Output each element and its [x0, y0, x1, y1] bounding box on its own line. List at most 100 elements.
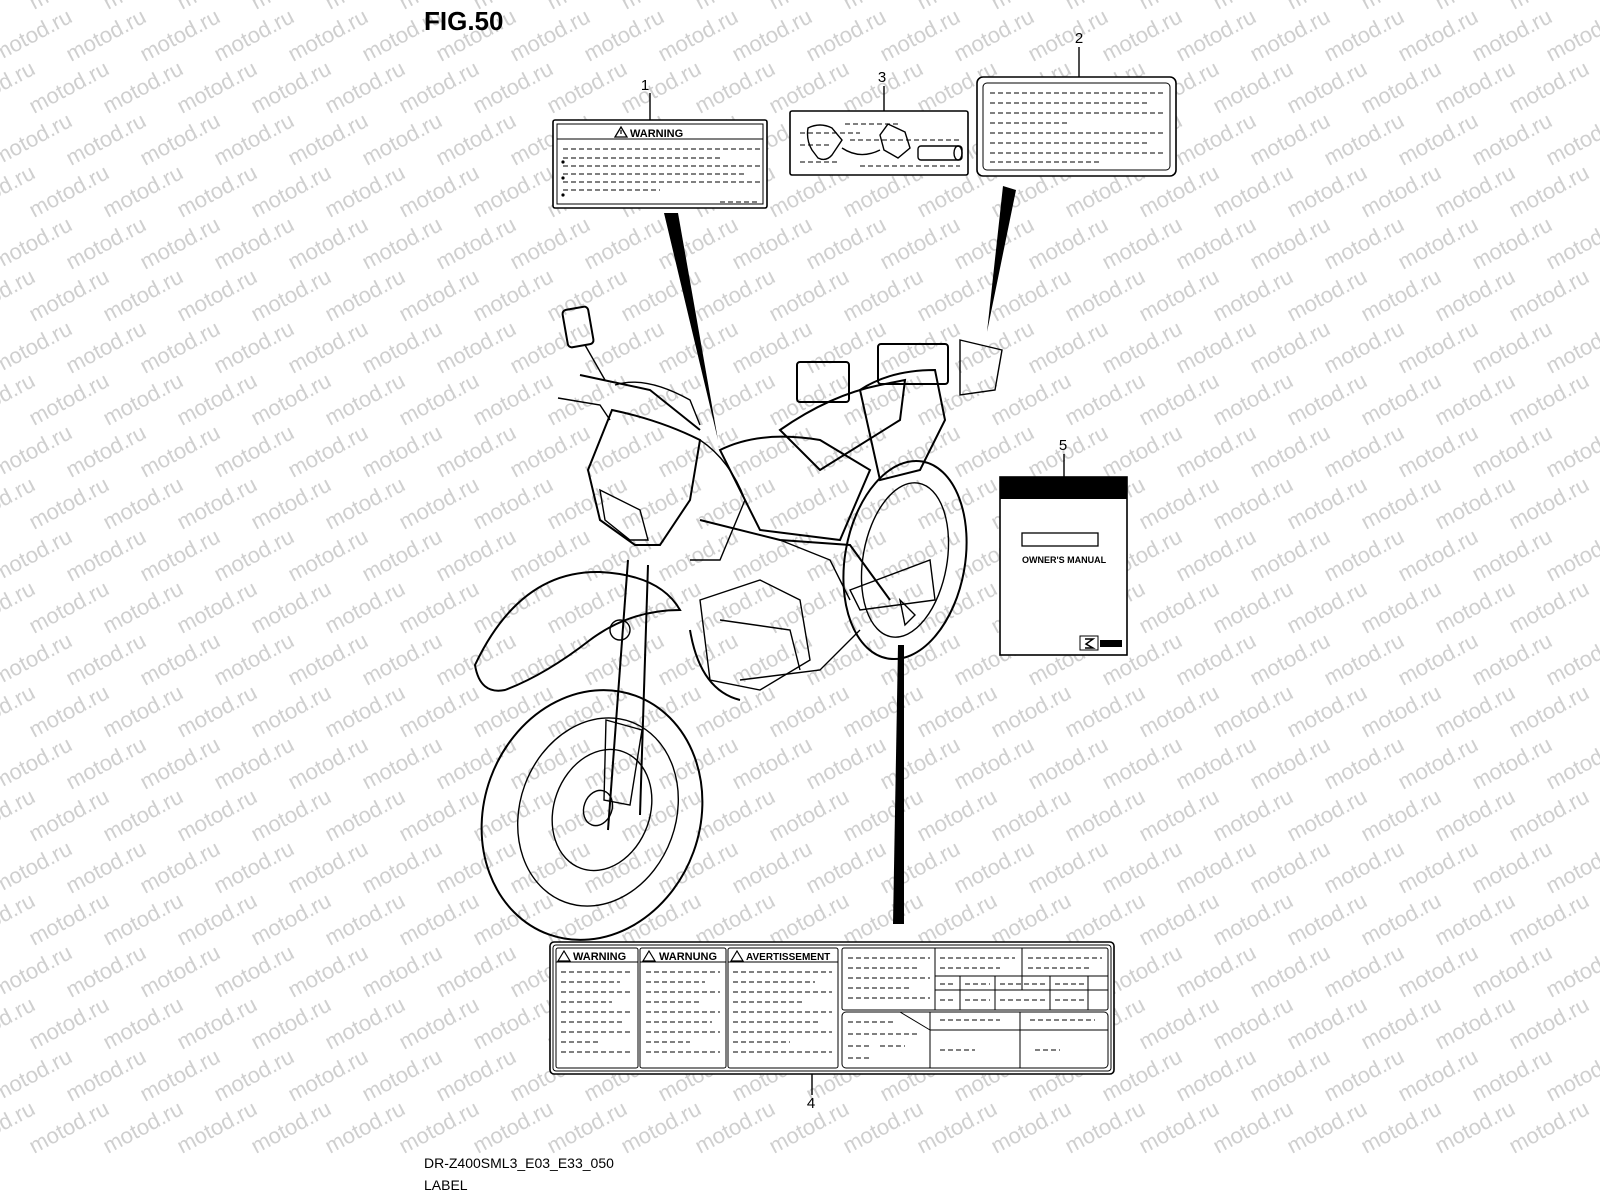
watermark-text: motod.ru: [1283, 784, 1371, 847]
watermark-text: motod.ru: [691, 888, 779, 951]
watermark-text: motod.ru: [1505, 992, 1593, 1055]
watermark-text: motod.ru: [839, 56, 927, 119]
watermark-text: motod.ru: [1431, 680, 1519, 743]
watermark-text: motod.ru: [1468, 4, 1556, 67]
watermark-text: motod.ru: [284, 836, 372, 899]
watermark-text: motod.ru: [1209, 472, 1297, 535]
watermark-text: motod.ru: [321, 1096, 409, 1159]
watermark-text: motod.ru: [1468, 940, 1556, 1003]
watermark-text: motod.ru: [1246, 1044, 1334, 1107]
label-3-diagram: [789, 110, 969, 176]
watermark-text: motod.ru: [62, 316, 150, 379]
watermark-text: motod.ru: [395, 160, 483, 223]
watermark-text: motod.ru: [1505, 368, 1593, 431]
watermark-text: motod.ru: [765, 888, 853, 951]
watermark-text: motod.ru: [1431, 56, 1519, 119]
watermark-text: motod.ru: [1061, 1096, 1149, 1159]
watermark-text: motod.ru: [580, 212, 668, 275]
watermark-text: motod.ru: [839, 368, 927, 431]
motorcycle-illustration: [473, 305, 1003, 941]
watermark-text: motod.ru: [395, 784, 483, 847]
watermark-text: motod.ru: [321, 368, 409, 431]
watermark-text: motod.ru: [1320, 940, 1408, 1003]
watermark-text: motod.ru: [1468, 524, 1556, 587]
watermark-text: motod.ru: [950, 316, 1038, 379]
watermark-text: motod.ru: [617, 472, 705, 535]
watermark-text: motod.ru: [543, 888, 631, 951]
watermark-text: motod.ru: [136, 316, 224, 379]
brand-emblem-icon: [1084, 638, 1096, 649]
watermark-text: motod.ru: [210, 420, 298, 483]
watermark-text: motod.ru: [1098, 732, 1186, 795]
watermark-text: motod.ru: [1542, 316, 1600, 379]
watermark-text: motod.ru: [987, 368, 1075, 431]
watermark-text: motod.ru: [913, 264, 1001, 327]
watermark-text: motod.ru: [210, 316, 298, 379]
watermark-text: motod.ru: [1542, 940, 1600, 1003]
watermark-text: motod.ru: [1172, 108, 1260, 171]
watermark-text: motod.ru: [1394, 836, 1482, 899]
watermark-text: motod.ru: [25, 1096, 113, 1159]
watermark-text: motod.ru: [1061, 888, 1149, 951]
watermark-text: motod.ru: [247, 368, 335, 431]
watermark-text: motod.ru: [247, 160, 335, 223]
watermark-text: motod.ru: [210, 212, 298, 275]
watermark-text: motod.ru: [284, 212, 372, 275]
watermark-text: motod.ru: [247, 888, 335, 951]
watermark-text: motod.ru: [1024, 4, 1112, 67]
watermark-text: motod.ru: [802, 628, 890, 691]
watermark-text: motod.ru: [1209, 576, 1297, 639]
watermark-text: motod.ru: [1061, 680, 1149, 743]
watermark-text: motod.ru: [1209, 992, 1297, 1055]
watermark-text: motod.ru: [1246, 316, 1334, 379]
watermark-text: motod.ru: [913, 680, 1001, 743]
watermark-text: motod.ru: [173, 264, 261, 327]
watermark-text: motod.ru: [1542, 524, 1600, 587]
watermark-text: motod.ru: [1283, 888, 1371, 951]
watermark-text: motod.ru: [950, 732, 1038, 795]
watermark-text: motod.ru: [469, 368, 557, 431]
watermark-text: motod.ru: [469, 472, 557, 535]
watermark-text: motod.ru: [1431, 888, 1519, 951]
watermark-text: motod.ru: [1505, 160, 1593, 223]
watermark-text: motod.ru: [950, 4, 1038, 67]
watermark-text: motod.ru: [321, 56, 409, 119]
watermark-text: motod.ru: [25, 784, 113, 847]
watermark-text: motod.ru: [1283, 160, 1371, 223]
watermark-text: motod.ru: [1135, 888, 1223, 951]
watermark-text: motod.ru: [1283, 56, 1371, 119]
watermark-text: motod.ru: [1505, 576, 1593, 639]
watermark-text: motod.ru: [543, 576, 631, 639]
callout-4: 4: [807, 1095, 815, 1112]
watermark-text: motod.ru: [1098, 836, 1186, 899]
watermark-text: motod.ru: [136, 628, 224, 691]
watermark-text: motod.ru: [1172, 4, 1260, 67]
watermark-text: motod.ru: [987, 784, 1075, 847]
watermark-text: motod.ru: [728, 836, 816, 899]
watermark-text: motod.ru: [839, 888, 927, 951]
watermark-text: motod.ru: [284, 940, 372, 1003]
watermark-text: motod.ru: [136, 212, 224, 275]
watermark-text: motod.ru: [284, 1044, 372, 1107]
callout-1: 1: [641, 77, 649, 94]
watermark-text: motod.ru: [1320, 4, 1408, 67]
watermark-text: motod.ru: [173, 1096, 261, 1159]
watermark-text: motod.ru: [1209, 264, 1297, 327]
watermark-text: motod.ru: [99, 784, 187, 847]
watermark-text: motod.ru: [358, 524, 446, 587]
watermark-text: motod.ru: [913, 472, 1001, 535]
figure-code: DR-Z400SML3_E03_E33_050: [424, 1155, 614, 1171]
watermark-text: motod.ru: [1468, 836, 1556, 899]
watermark-text: motod.ru: [950, 212, 1038, 275]
watermark-text: motod.ru: [913, 784, 1001, 847]
watermark-text: motod.ru: [765, 576, 853, 639]
watermark-text: motod.ru: [432, 628, 520, 691]
watermark-text: motod.ru: [247, 680, 335, 743]
watermark-text: motod.ru: [1357, 680, 1445, 743]
watermark-text: motod.ru: [1246, 524, 1334, 587]
item-5-owners-manual: OWNER'S MANUAL: [999, 476, 1128, 656]
watermark-text: motod.ru: [1468, 420, 1556, 483]
watermark-text: motod.ru: [1246, 108, 1334, 171]
watermark-text: motod.ru: [395, 472, 483, 535]
